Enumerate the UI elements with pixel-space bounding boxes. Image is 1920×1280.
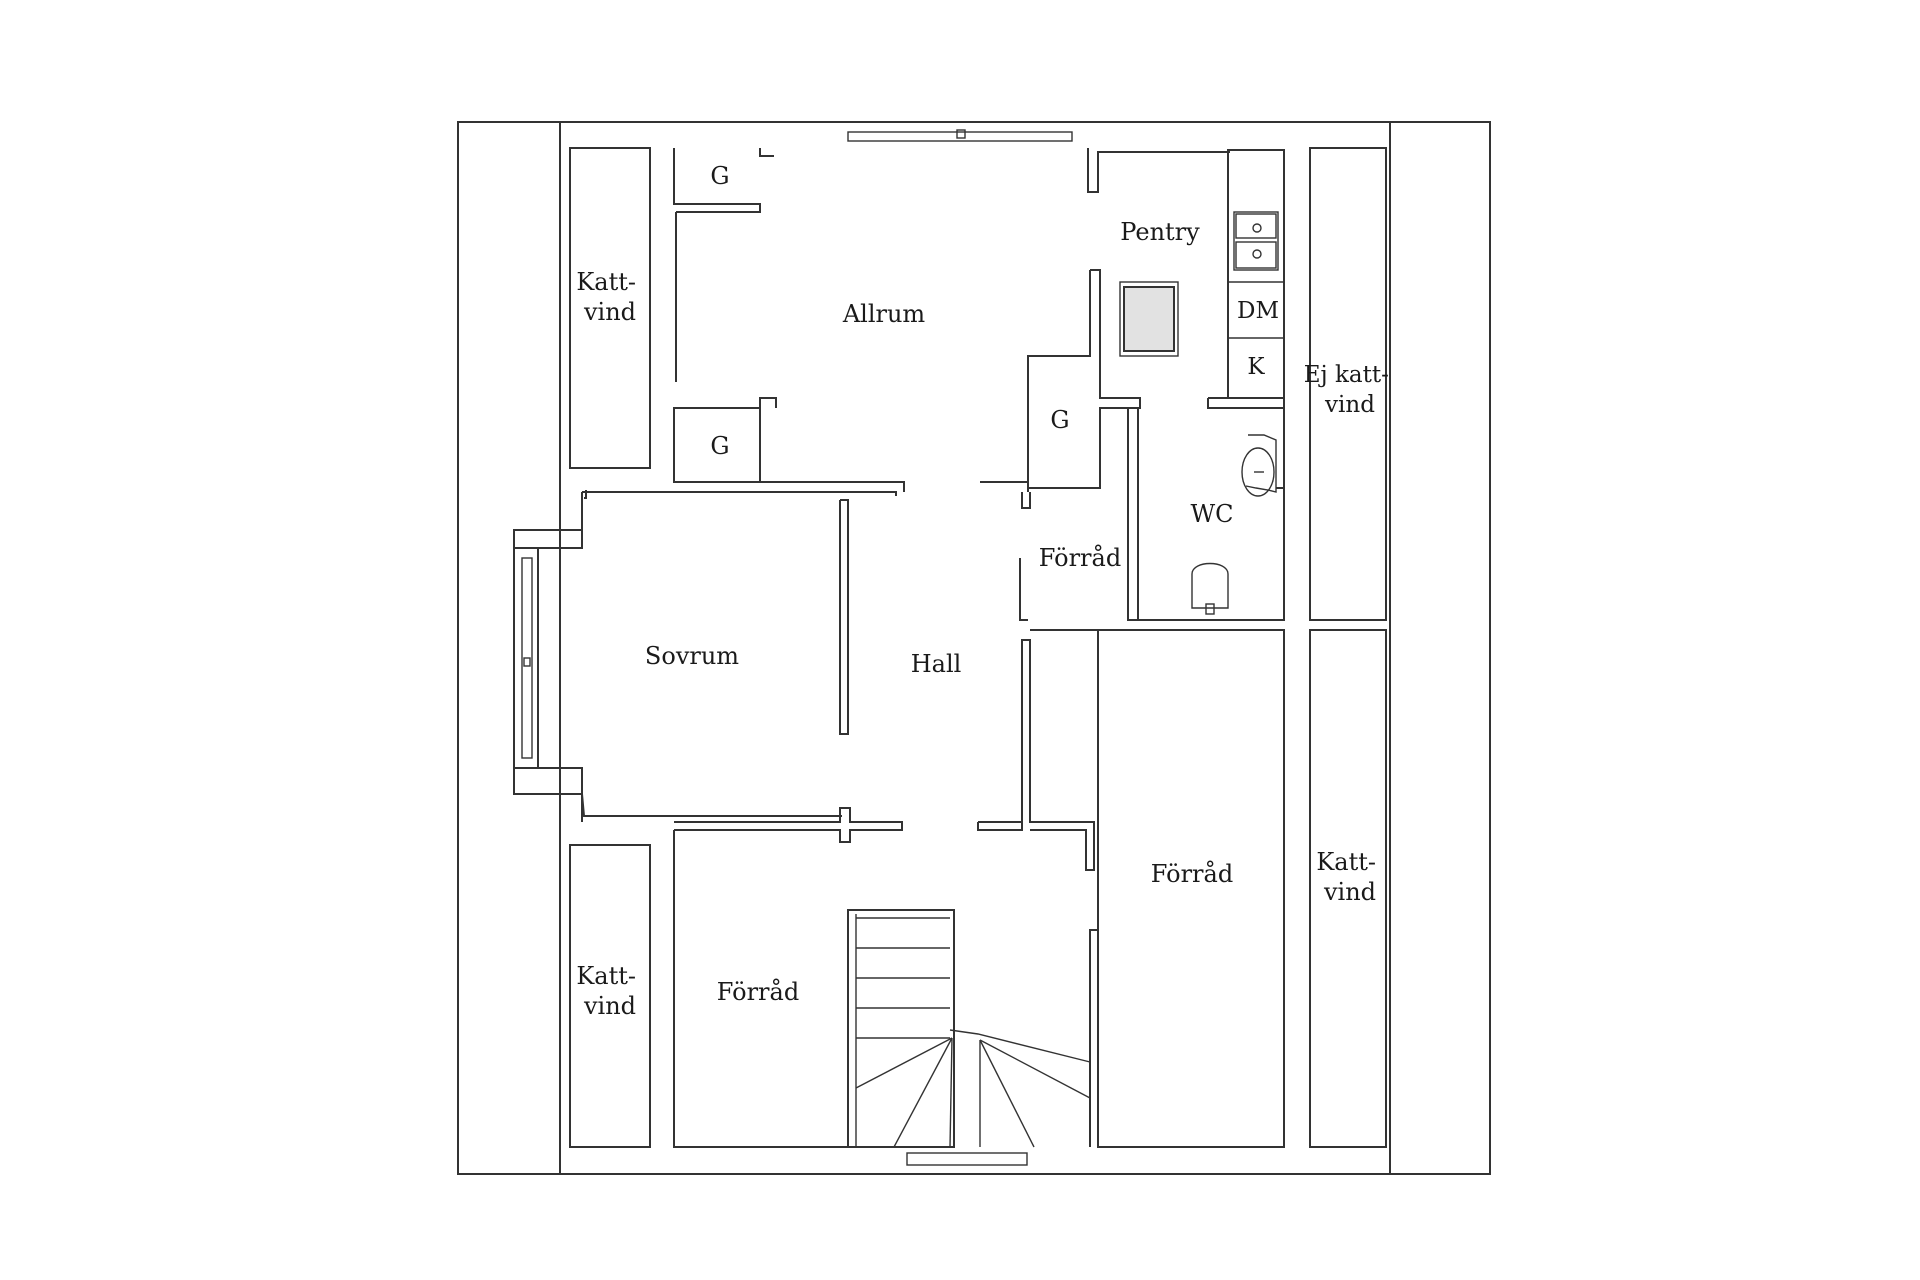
hall-label: Hall: [911, 650, 962, 678]
katt-vind-top-left-line1: Katt-: [576, 268, 636, 296]
sovrum-walls: [513, 490, 897, 822]
g-top-label: G: [710, 162, 729, 190]
forrad-bottom-left-label: Förråd: [717, 977, 799, 1006]
katt-vind-bottom-left-line2: vind: [583, 992, 636, 1020]
katt-vind-top-left-line2: vind: [583, 298, 636, 326]
forrad-small-label: Förråd: [1039, 543, 1121, 572]
allrum-walls: [673, 148, 1230, 492]
k-label: K: [1247, 354, 1265, 380]
forrad-right-label: Förråd: [1151, 859, 1233, 888]
storage-walls: [980, 269, 1285, 621]
hall-walls: [673, 629, 1285, 1148]
sovrum-label: Sovrum: [645, 642, 739, 670]
g-right-label: G: [1050, 406, 1069, 434]
katt-vind-right-line2: vind: [1323, 878, 1376, 906]
katt-vind-bottom-left-label: Katt- vind: [576, 962, 643, 1020]
katt-vind-bottom-left-line1: Katt-: [576, 962, 636, 990]
ej-katt-vind-line1: Ej katt-: [1304, 362, 1389, 388]
allrum-label: Allrum: [842, 300, 926, 328]
katt-vind-right-line1: Katt-: [1316, 848, 1376, 876]
attic-compartments: [569, 147, 1387, 1148]
wc-label: WC: [1190, 500, 1233, 528]
g-mid-left-label: G: [710, 432, 729, 460]
katt-vind-top-left-label: Katt- vind: [576, 268, 643, 326]
ej-katt-vind-line2: vind: [1324, 392, 1375, 418]
pentry-label: Pentry: [1120, 218, 1200, 246]
katt-vind-right-label: Katt- vind: [1316, 848, 1383, 906]
outer-walls: [457, 121, 1491, 1175]
room-labels: Katt- vind Katt- vind Ej katt- vind Katt…: [576, 162, 1396, 1020]
ej-katt-vind-label: Ej katt- vind: [1304, 362, 1396, 418]
dm-label: DM: [1237, 298, 1279, 324]
staircase: [847, 909, 1091, 1148]
